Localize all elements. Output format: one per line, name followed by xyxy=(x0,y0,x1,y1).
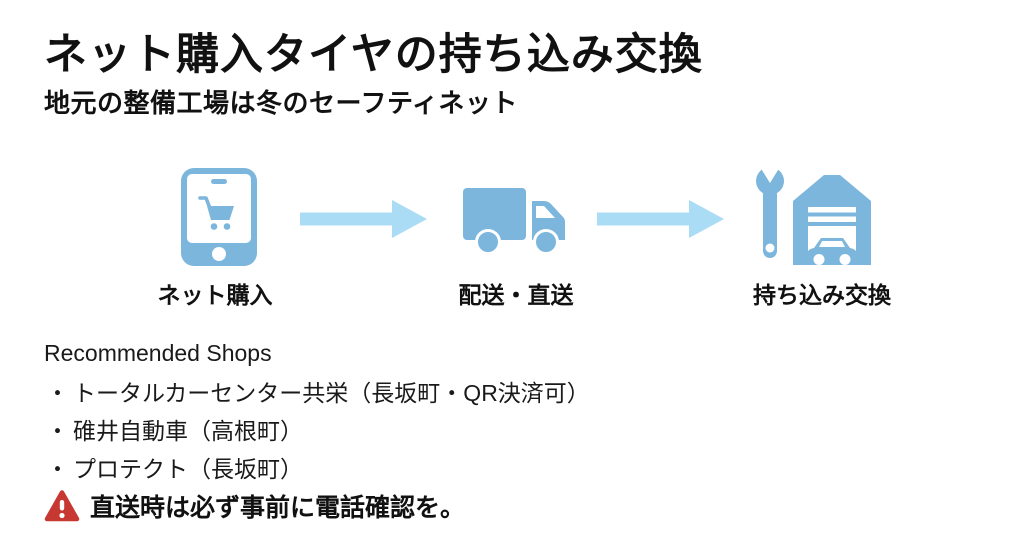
bullet-marker: ・ xyxy=(46,456,69,482)
shop-list-item: ・プロテクト（長坂町） xyxy=(46,450,303,484)
arrow-right-icon xyxy=(597,197,725,241)
warning-note: 直送時は必ず事前に電話確認を。 xyxy=(44,488,465,524)
shops-header: Recommended Shops xyxy=(44,340,272,366)
truck-icon xyxy=(463,186,569,256)
shop-item-text: プロテクト（長坂町） xyxy=(73,456,303,482)
bullet-marker: ・ xyxy=(46,380,69,406)
bullet-marker: ・ xyxy=(46,418,69,444)
arrow-right-icon xyxy=(300,197,428,241)
flow-step-label-net-purchase: ネット購入 xyxy=(157,282,273,308)
shop-list-item: ・碓井自動車（高根町） xyxy=(46,412,303,446)
shop-item-text: 碓井自動車（高根町） xyxy=(73,418,303,444)
shop-list-item: ・トータルカーセンター共栄（長坂町・QR決済可） xyxy=(46,374,590,408)
shop-item-text: トータルカーセンター共栄（長坂町・QR決済可） xyxy=(73,380,590,406)
garage-wrench-icon xyxy=(753,162,879,267)
smartphone-cart-icon xyxy=(180,167,258,267)
warning-icon xyxy=(44,489,80,523)
flow-step-label-delivery: 配送・直送 xyxy=(458,282,574,308)
flow-diagram: ネット購入 配送・直送 持ち込み交換 xyxy=(157,162,891,308)
flow-step-label-exchange: 持ち込み交換 xyxy=(753,282,891,308)
page-title: ネット購入タイヤの持ち込み交換 xyxy=(44,31,703,79)
warning-text: 直送時は必ず事前に電話確認を。 xyxy=(90,494,466,522)
page-subtitle: 地元の整備工場は冬のセーフティネット xyxy=(44,88,518,118)
